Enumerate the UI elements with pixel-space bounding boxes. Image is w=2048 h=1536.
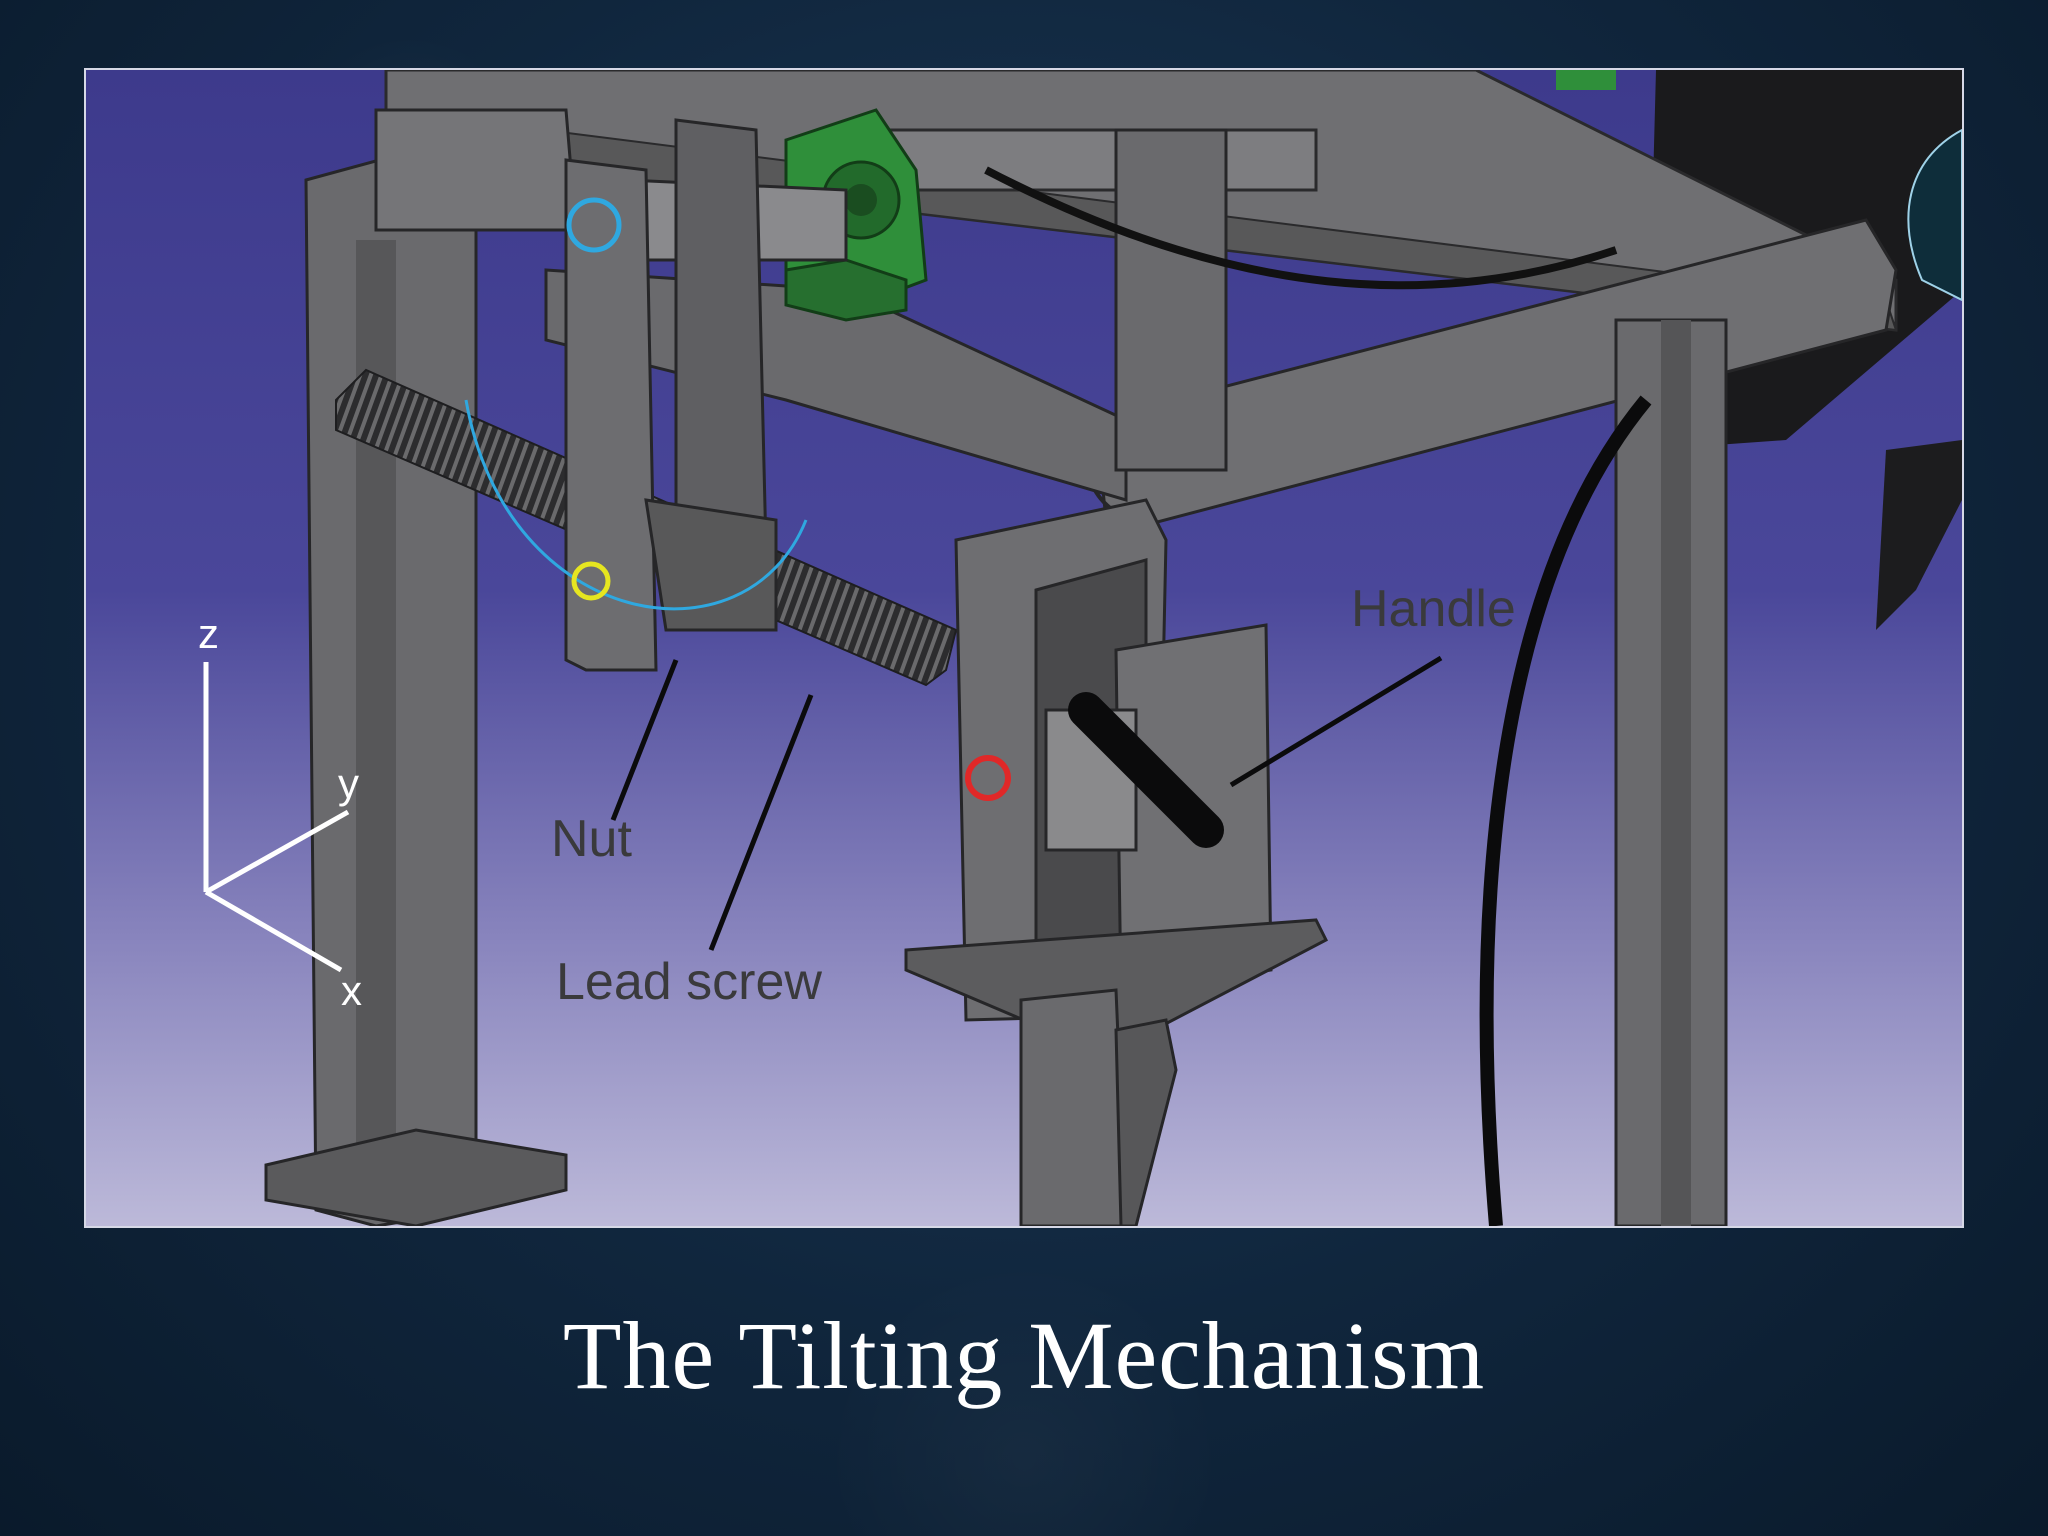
y-axis-label: y	[338, 760, 359, 807]
swing-arm	[564, 158, 658, 672]
back-post	[1114, 128, 1228, 472]
cable-right	[1479, 395, 1652, 1226]
x-axis	[204, 889, 343, 973]
pivot-marker-blue	[566, 197, 622, 253]
handle-housing	[904, 498, 1329, 1057]
slide-title: The Tilting Mechanism	[562, 1302, 1486, 1409]
handle-label: Handle	[1351, 580, 1516, 638]
chute	[1876, 440, 1962, 630]
left-foot-plate	[264, 1128, 568, 1226]
handle-marker-red	[965, 755, 1011, 801]
arc-path	[464, 399, 808, 611]
lead-screw-leader-line	[708, 694, 814, 951]
x-axis-label: x	[341, 967, 362, 1014]
right-post-inner	[1661, 320, 1691, 1226]
mechanism-figure: Handle Nut Lead screw z y x	[84, 68, 1964, 1228]
lower-brace	[1114, 1018, 1178, 1226]
nut-marker-yellow	[571, 561, 611, 601]
z-axis-label: z	[198, 610, 219, 657]
coordinate-axes: z y x	[198, 610, 362, 1014]
bearing-block-far	[1556, 70, 1616, 90]
lead-screw-label: Lead screw	[556, 953, 822, 1011]
y-axis	[204, 809, 350, 895]
nut-label: Nut	[551, 810, 632, 868]
lower-post	[1019, 988, 1128, 1226]
left-joint	[374, 108, 578, 232]
handle-lever	[1068, 692, 1224, 848]
fan-blade	[1907, 128, 1962, 302]
swing-arm-rear	[674, 118, 768, 562]
nut-leader-line	[610, 659, 679, 821]
cable-top	[984, 166, 1618, 290]
handle-leader-line	[1229, 655, 1443, 788]
top-plate	[864, 128, 1318, 192]
nut-block	[644, 498, 778, 632]
